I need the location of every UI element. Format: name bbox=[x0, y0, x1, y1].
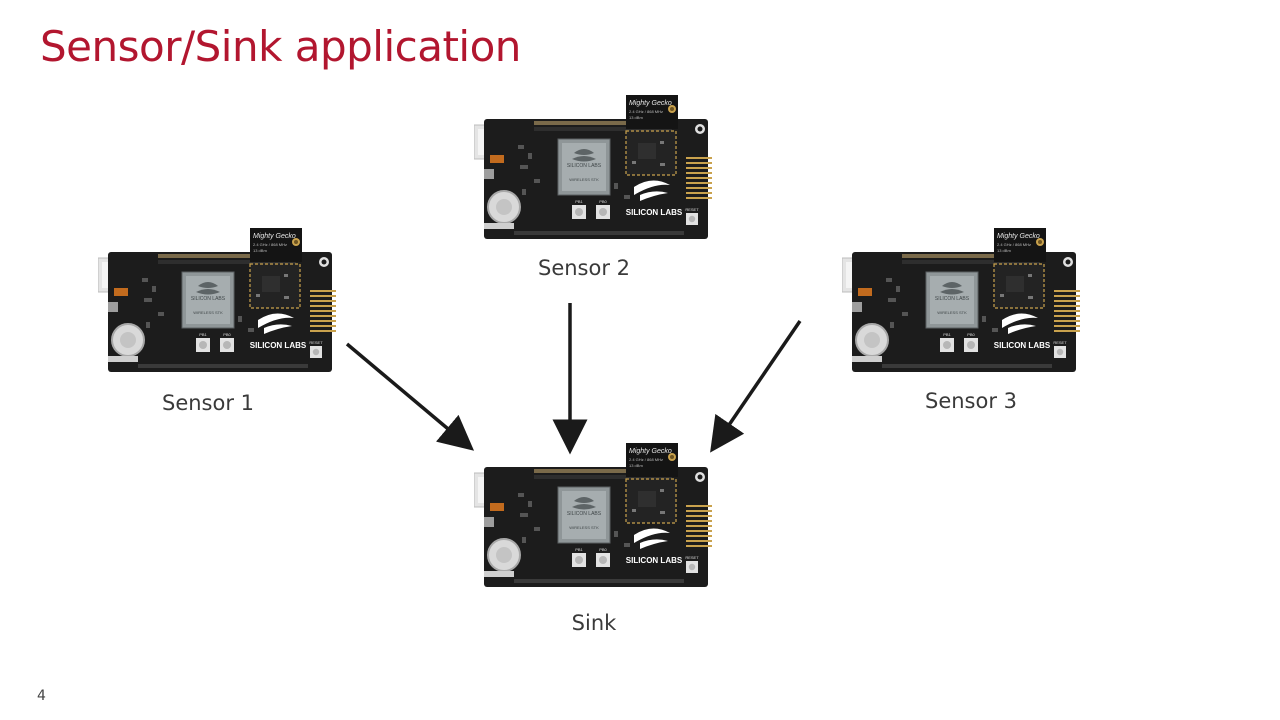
svg-text:PB0: PB0 bbox=[599, 547, 607, 552]
svg-text:SILICON LABS: SILICON LABS bbox=[567, 163, 602, 169]
svg-text:PB1: PB1 bbox=[575, 199, 583, 204]
sensor-2-board: SILICON LABS WIRELESS STK PB1 PB0 Mighty… bbox=[474, 95, 714, 245]
svg-text:SILICON LABS: SILICON LABS bbox=[567, 511, 602, 517]
svg-text:PB1: PB1 bbox=[199, 332, 207, 337]
svg-text:PB0: PB0 bbox=[599, 199, 607, 204]
svg-text:13 dBm: 13 dBm bbox=[253, 248, 267, 253]
svg-text:RESET: RESET bbox=[685, 207, 699, 212]
sensor-2-label: Sensor 2 bbox=[537, 256, 631, 280]
sensor-1-board: SILICON LABS WIRELESS STK PB1 PB0 Mighty… bbox=[98, 228, 338, 378]
svg-text:WIRELESS STK: WIRELESS STK bbox=[937, 310, 967, 315]
arrow-sensor-3-to-sink bbox=[710, 320, 802, 453]
page-number: 4 bbox=[37, 688, 46, 704]
svg-text:RESET: RESET bbox=[685, 555, 699, 560]
dev-board-illustration: SILICON LABS WIRELESS STK PB1 PB0 Mighty… bbox=[98, 228, 336, 372]
dev-board-illustration: SILICON LABS WIRELESS STK PB1 PB0 Mighty… bbox=[842, 228, 1080, 372]
svg-text:13 dBm: 13 dBm bbox=[629, 463, 643, 468]
svg-text:SILICON LABS: SILICON LABS bbox=[626, 556, 683, 565]
arrow-sensor-1-to-sink bbox=[345, 342, 475, 451]
sink-board: SILICON LABS WIRELESS STK PB1 PB0 Mighty… bbox=[474, 443, 714, 593]
svg-text:2.4 GHz / 868 MHz: 2.4 GHz / 868 MHz bbox=[629, 457, 663, 462]
svg-text:SILICON LABS: SILICON LABS bbox=[935, 296, 970, 302]
svg-text:SILICON LABS: SILICON LABS bbox=[626, 208, 683, 217]
svg-text:WIRELESS STK: WIRELESS STK bbox=[569, 525, 599, 530]
sink-label: Sink bbox=[571, 611, 617, 635]
svg-text:PB0: PB0 bbox=[967, 332, 975, 337]
svg-text:Mighty Gecko: Mighty Gecko bbox=[997, 233, 1040, 240]
svg-text:2.4 GHz / 868 MHz: 2.4 GHz / 868 MHz bbox=[253, 242, 287, 247]
svg-text:SILICON LABS: SILICON LABS bbox=[191, 296, 226, 302]
svg-text:PB0: PB0 bbox=[223, 332, 231, 337]
svg-text:2.4 GHz / 868 MHz: 2.4 GHz / 868 MHz bbox=[997, 242, 1031, 247]
svg-text:SILICON LABS: SILICON LABS bbox=[994, 341, 1051, 350]
sensor-1-label: Sensor 1 bbox=[161, 391, 255, 415]
sensor-3-board: SILICON LABS WIRELESS STK PB1 PB0 Mighty… bbox=[842, 228, 1082, 378]
svg-text:RESET: RESET bbox=[1053, 340, 1067, 345]
svg-text:13 dBm: 13 dBm bbox=[997, 248, 1011, 253]
sensor-3-label: Sensor 3 bbox=[924, 389, 1018, 413]
dev-board-illustration: SILICON LABS WIRELESS STK PB1 PB0 Mighty… bbox=[474, 443, 712, 587]
svg-text:2.4 GHz / 868 MHz: 2.4 GHz / 868 MHz bbox=[629, 109, 663, 114]
svg-text:WIRELESS STK: WIRELESS STK bbox=[569, 177, 599, 182]
svg-text:RESET: RESET bbox=[309, 340, 323, 345]
svg-text:WIRELESS STK: WIRELESS STK bbox=[193, 310, 223, 315]
svg-text:Mighty Gecko: Mighty Gecko bbox=[629, 448, 672, 455]
svg-text:13 dBm: 13 dBm bbox=[629, 115, 643, 120]
svg-text:Mighty Gecko: Mighty Gecko bbox=[253, 233, 296, 240]
svg-text:Mighty Gecko: Mighty Gecko bbox=[629, 100, 672, 107]
dev-board-illustration: SILICON LABS WIRELESS STK PB1 PB0 Mighty… bbox=[474, 95, 712, 239]
svg-text:PB1: PB1 bbox=[943, 332, 951, 337]
svg-text:PB1: PB1 bbox=[575, 547, 583, 552]
slide-title: Sensor/Sink application bbox=[40, 22, 521, 71]
svg-text:SILICON LABS: SILICON LABS bbox=[250, 341, 307, 350]
